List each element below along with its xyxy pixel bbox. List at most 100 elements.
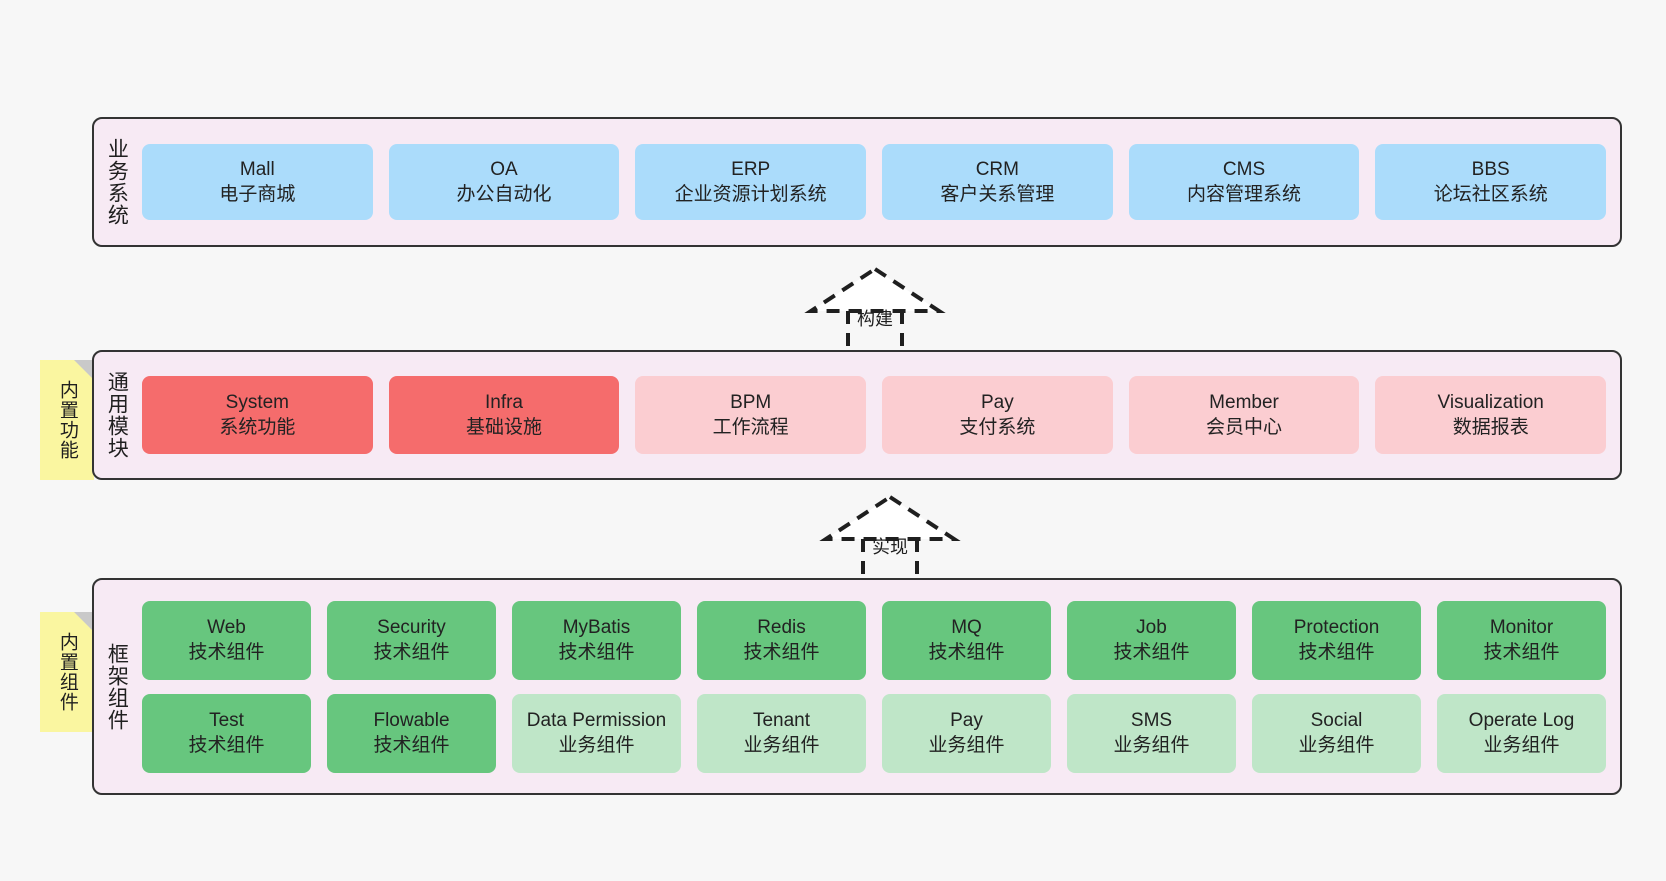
card-erp-cn: 企业资源计划系统 [674,184,827,205]
arrow-implement-label: 实现 [872,537,908,557]
card-mall-cn: 电子商城 [219,184,296,205]
card-test-en: Test [209,709,244,731]
card-job[interactable]: Job 技术组件 [1067,600,1236,680]
card-sms-cn: 业务组件 [1113,735,1190,756]
card-monitor-cn: 技术组件 [1483,642,1560,663]
card-data-permission-en: Data Permission [526,709,667,731]
card-social-en: Social [1310,709,1363,731]
card-erp[interactable]: ERP 企业资源计划系统 [635,144,867,220]
note-builtin-feature-label: 内置功能 [56,380,78,460]
card-visualization-cn: 数据报表 [1452,417,1529,438]
card-monitor[interactable]: Monitor 技术组件 [1437,600,1606,680]
layer-business-system: 业务系统 Mall 电子商城 OA 办公自动化 ERP 企业资源计划系统 CRM… [92,117,1622,247]
card-crm[interactable]: CRM 客户关系管理 [882,144,1113,220]
card-bpm[interactable]: BPM 工作流程 [635,376,867,454]
card-protection-cn: 技术组件 [1298,642,1375,663]
card-crm-cn: 客户关系管理 [940,184,1055,205]
card-flowable[interactable]: Flowable 技术组件 [327,693,496,773]
card-monitor-en: Monitor [1489,616,1554,638]
card-sms[interactable]: SMS 业务组件 [1067,693,1236,773]
arrow-build: 构建 [800,265,950,355]
card-tenant-en: Tenant [752,709,811,731]
card-sms-en: SMS [1130,709,1173,731]
card-system-en: System [225,391,290,413]
card-oa-cn: 办公自动化 [456,184,552,205]
card-erp-en: ERP [731,158,771,180]
card-test[interactable]: Test 技术组件 [142,693,311,773]
card-pay-module-cn: 支付系统 [959,417,1036,438]
card-bpm-cn: 工作流程 [712,417,789,438]
card-pay-component[interactable]: Pay 业务组件 [882,693,1051,773]
card-protection[interactable]: Protection 技术组件 [1252,600,1421,680]
card-flowable-cn: 技术组件 [373,735,450,756]
card-pay-component-en: Pay [950,709,983,731]
card-web-en: Web [207,616,246,638]
card-data-permission[interactable]: Data Permission 业务组件 [512,693,681,773]
card-mq[interactable]: MQ 技术组件 [882,600,1051,680]
card-redis[interactable]: Redis 技术组件 [697,600,866,680]
card-job-en: Job [1136,616,1167,638]
note-fold-icon [74,360,94,380]
card-bbs-cn: 论坛社区系统 [1433,184,1548,205]
card-operate-log-cn: 业务组件 [1483,735,1560,756]
card-data-permission-cn: 业务组件 [558,735,635,756]
layer-framework-component-body: Web 技术组件 Security 技术组件 MyBatis 技术组件 Redi… [138,580,1620,793]
layer-framework-component: 框架组件 Web 技术组件 Security 技术组件 MyBatis 技术组件… [92,578,1622,795]
card-cms-en: CMS [1222,158,1266,180]
card-security-en: Security [377,616,446,638]
layer-business-system-body: Mall 电子商城 OA 办公自动化 ERP 企业资源计划系统 CRM 客户关系… [138,119,1620,245]
card-security[interactable]: Security 技术组件 [327,600,496,680]
card-pay-module-en: Pay [980,391,1014,413]
card-visualization[interactable]: Visualization 数据报表 [1375,376,1607,454]
note-builtin-component: 内置组件 [40,612,94,732]
card-mq-cn: 技术组件 [928,642,1005,663]
card-member[interactable]: Member 会员中心 [1128,376,1360,454]
card-tenant[interactable]: Tenant 业务组件 [697,693,866,773]
layer-common-module-body: System 系统功能 Infra 基础设施 BPM 工作流程 Pay 支付系统… [138,352,1620,478]
card-oa[interactable]: OA 办公自动化 [388,144,620,220]
note-builtin-component-label: 内置组件 [56,632,78,712]
card-infra-en: Infra [484,391,524,413]
card-job-cn: 技术组件 [1113,642,1190,663]
card-mall[interactable]: Mall 电子商城 [142,144,373,220]
common-module-row: System 系统功能 Infra 基础设施 BPM 工作流程 Pay 支付系统… [142,376,1607,454]
card-redis-en: Redis [757,616,806,638]
arrow-implement-head [819,494,961,541]
arrow-build-label: 构建 [857,309,893,329]
card-operate-log[interactable]: Operate Log 业务组件 [1437,693,1606,773]
card-mybatis[interactable]: MyBatis 技术组件 [512,600,681,680]
arrow-build-shaft [846,311,904,355]
card-protection-en: Protection [1293,616,1380,638]
framework-tech-row: Web 技术组件 Security 技术组件 MyBatis 技术组件 Redi… [142,600,1606,680]
card-mq-en: MQ [951,616,982,638]
note-builtin-feature: 内置功能 [40,360,94,480]
framework-business-row: Test 技术组件 Flowable 技术组件 Data Permission … [142,693,1606,773]
card-member-en: Member [1209,391,1279,413]
card-pay-module[interactable]: Pay 支付系统 [882,376,1113,454]
layer-business-system-title: 业务系统 [105,138,129,226]
arrow-implement: 实现 [815,493,965,583]
card-tenant-cn: 业务组件 [743,735,820,756]
card-infra-cn: 基础设施 [466,417,543,438]
card-oa-en: OA [490,158,518,180]
card-web[interactable]: Web 技术组件 [142,600,311,680]
card-operate-log-en: Operate Log [1468,709,1575,731]
card-cms[interactable]: CMS 内容管理系统 [1128,144,1360,220]
card-member-cn: 会员中心 [1206,417,1283,438]
card-infra[interactable]: Infra 基础设施 [388,376,620,454]
card-web-cn: 技术组件 [188,642,265,663]
card-bbs[interactable]: BBS 论坛社区系统 [1375,144,1607,220]
card-system-cn: 系统功能 [219,417,296,438]
layer-framework-component-title: 框架组件 [105,642,129,731]
card-bbs-en: BBS [1471,158,1510,180]
card-social[interactable]: Social 业务组件 [1252,693,1421,773]
arrow-build-head [804,266,946,313]
layer-common-module-title: 通用模块 [105,371,129,459]
card-social-cn: 业务组件 [1298,735,1375,756]
business-system-row: Mall 电子商城 OA 办公自动化 ERP 企业资源计划系统 CRM 客户关系… [142,144,1607,220]
card-system[interactable]: System 系统功能 [142,376,373,454]
card-mall-en: Mall [239,158,275,180]
card-mybatis-cn: 技术组件 [558,642,635,663]
note-fold-icon [74,612,94,632]
